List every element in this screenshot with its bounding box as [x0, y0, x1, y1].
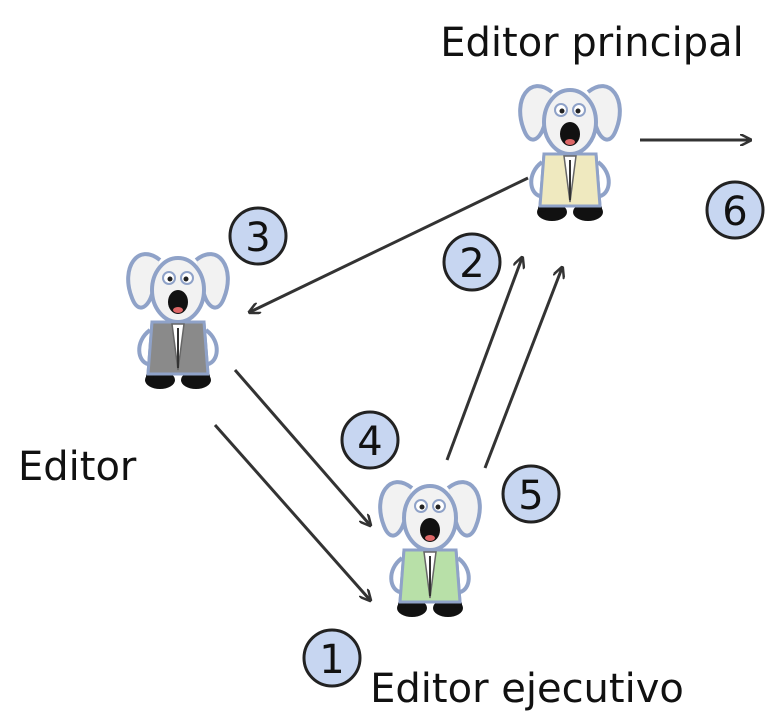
editor-figure [126, 252, 230, 391]
arrow-step-5 [483, 268, 562, 469]
chief-editor-label: Editor principal [440, 20, 744, 66]
editor-label: Editor [18, 444, 137, 490]
step-1-number: 1 [319, 637, 344, 683]
chief-editor-figure [518, 84, 622, 223]
arrow-step-4 [233, 369, 370, 525]
step-badge-6: 6 [705, 180, 765, 240]
step-2-number: 2 [459, 241, 484, 287]
step-badge-3: 3 [228, 206, 288, 266]
arrows [213, 140, 750, 600]
step-badge-1: 1 [302, 628, 362, 688]
step-badge-2: 2 [442, 232, 502, 292]
step-badges: 1 2 3 4 5 6 [228, 180, 765, 688]
arrow-step-2 [445, 258, 522, 461]
step-4-number: 4 [357, 419, 382, 465]
executive-editor-figure [378, 480, 482, 619]
step-badge-5: 5 [501, 464, 561, 524]
arrow-step-3 [250, 176, 529, 312]
step-badge-4: 4 [340, 410, 400, 470]
step-6-number: 6 [722, 189, 747, 235]
arrow-step-1 [213, 424, 370, 600]
executive-editor-label: Editor ejecutivo [370, 666, 684, 712]
step-3-number: 3 [245, 215, 270, 261]
step-5-number: 5 [518, 473, 543, 519]
